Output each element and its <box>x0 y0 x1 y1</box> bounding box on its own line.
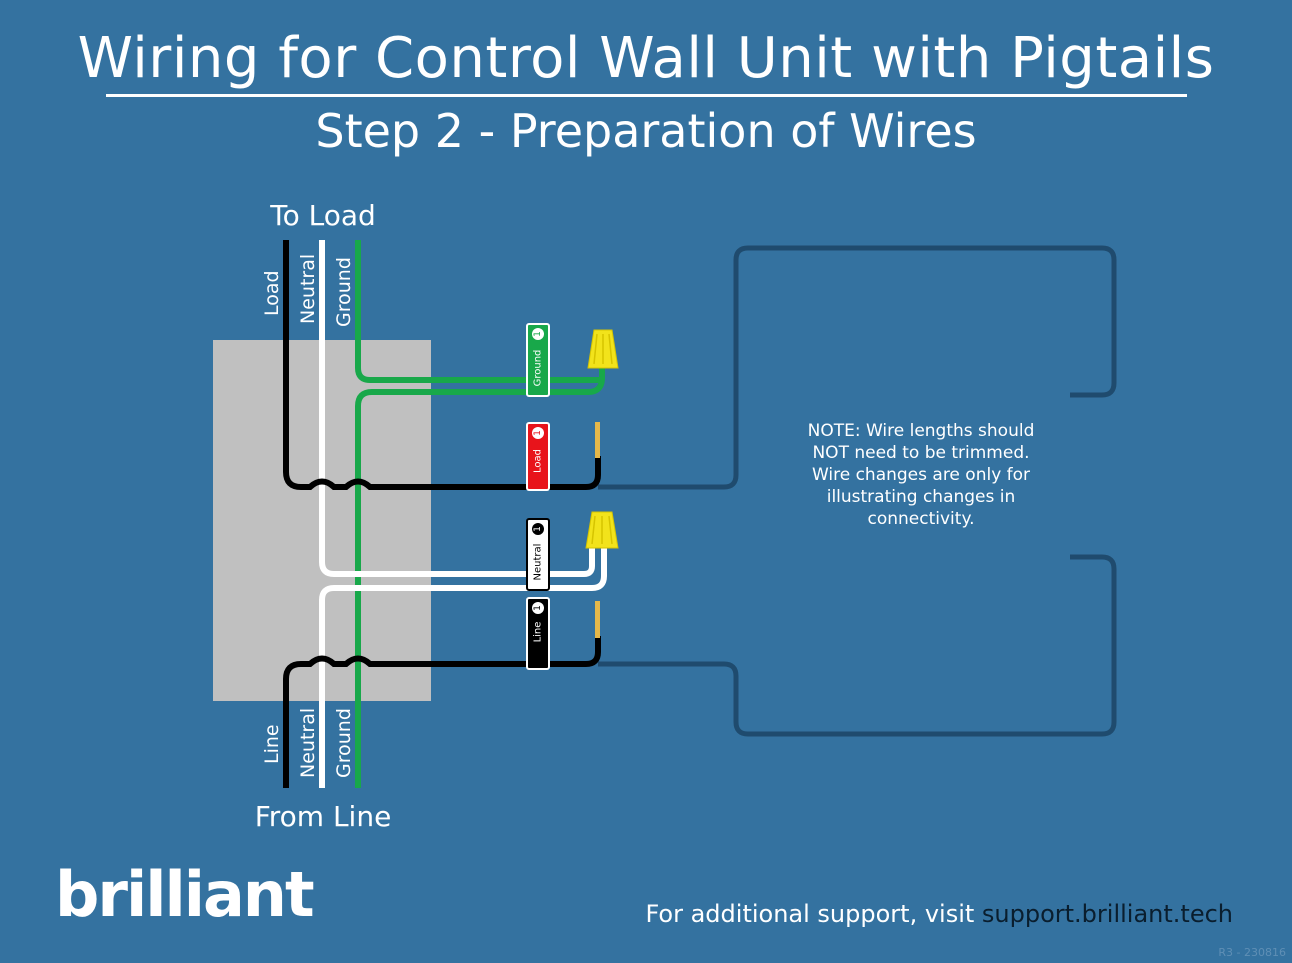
device-outline-top <box>598 245 1117 490</box>
top-wire-label-ground: Ground <box>333 257 355 327</box>
line-tag: 1 Line <box>526 597 550 670</box>
stripped-wire-tip-icon <box>595 601 600 638</box>
ground-tag-number: 1 <box>533 331 543 337</box>
line-tag-number: 1 <box>533 605 543 611</box>
wire-nut-icon <box>587 329 619 369</box>
title-underline <box>106 94 1187 97</box>
ground-tag: 1 Ground <box>526 323 550 397</box>
stripped-wire-tip-icon <box>595 422 600 458</box>
top-wire-label-neutral: Neutral <box>297 254 319 324</box>
support-footer: For additional support, visit support.br… <box>645 900 1233 928</box>
bottom-wire-label-ground: Ground <box>333 708 355 778</box>
neutral-tag-label: Neutral <box>533 544 544 581</box>
diagram-title: Wiring for Control Wall Unit with Pigtai… <box>77 26 1215 91</box>
top-neutral-wire <box>319 240 595 577</box>
revision-code: R3 - 230816 <box>1218 946 1286 959</box>
support-footer-prefix: For additional support, visit <box>645 900 982 928</box>
bottom-wire-label-neutral: Neutral <box>297 708 319 778</box>
bottom-wire-label-line: Line <box>261 724 283 764</box>
neutral-tag: 1 Neutral <box>526 518 550 591</box>
load-tag: 1 Load <box>526 422 550 491</box>
line-wire <box>283 636 601 788</box>
line-tag-label: Line <box>533 622 544 643</box>
support-link[interactable]: support.brilliant.tech <box>981 900 1233 928</box>
neutral-tag-number: 1 <box>533 526 543 532</box>
top-label: To Load <box>269 199 376 232</box>
load-wire <box>283 240 601 490</box>
top-wire-label-load: Load <box>261 270 283 316</box>
ground-tag-label: Ground <box>533 350 544 387</box>
bottom-label: From Line <box>255 800 392 833</box>
brilliant-logo: brilliant <box>55 858 315 931</box>
device-outline-bottom <box>598 554 1117 737</box>
note-text: NOTE: Wire lengths should NOT need to be… <box>807 421 1035 529</box>
top-ground-wire <box>355 240 602 383</box>
load-tag-label: Load <box>533 449 544 473</box>
load-tag-number: 1 <box>533 430 543 436</box>
bottom-ground-wire <box>355 368 605 788</box>
diagram-subtitle: Step 2 - Preparation of Wires <box>315 104 977 158</box>
wire-nut-icon <box>585 511 619 549</box>
bottom-neutral-wire <box>319 548 607 788</box>
